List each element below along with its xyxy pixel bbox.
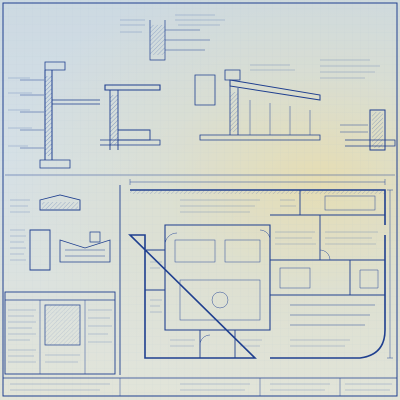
title-strip: [10, 378, 392, 396]
parapet-detail-far-right: [340, 109, 396, 151]
small-details-left: [10, 194, 111, 271]
wall-section-detail-left: [8, 61, 100, 169]
floor-plan: [119, 179, 393, 375]
roof-section-detail-center: [100, 14, 225, 150]
roof-eave-section-right: [194, 59, 380, 141]
lower-left-elevation: [4, 291, 116, 375]
sheet-border: [2, 2, 398, 397]
